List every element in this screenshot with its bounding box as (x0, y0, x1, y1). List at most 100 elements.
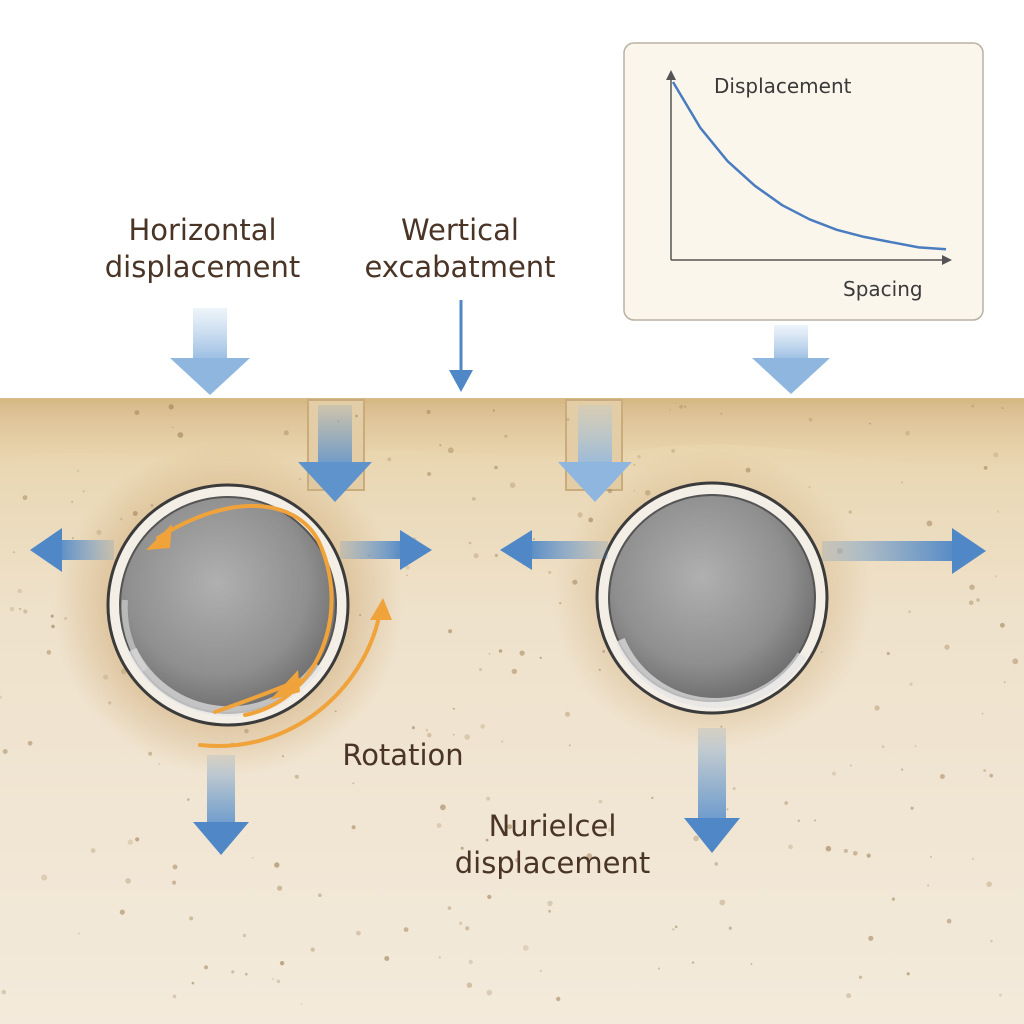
soil-particle (906, 972, 910, 976)
soil-particle (607, 488, 613, 494)
soil-particle (283, 430, 289, 436)
soil-particle (519, 650, 525, 656)
soil-particle (511, 668, 517, 675)
ground-surface-line (0, 398, 1024, 404)
soil-particle (172, 994, 177, 999)
soil-particle (684, 405, 687, 408)
soil-particle (485, 838, 489, 842)
soil-particle (914, 745, 917, 748)
soil-particle (281, 755, 285, 758)
soil-particle (996, 510, 1000, 513)
soil-particle (598, 668, 601, 671)
soil-particle (969, 584, 975, 590)
soil-particle (452, 707, 455, 710)
soil-particle (993, 452, 999, 458)
soil-particle (103, 674, 109, 680)
soil-particle (50, 614, 54, 618)
soil-particle (158, 762, 161, 765)
soil-particle (968, 600, 974, 605)
arrow-down-vertical-label (449, 300, 473, 392)
soil-particle (853, 851, 858, 856)
soil-particle (507, 824, 513, 830)
label-nurielcel-line2: displacement (454, 846, 651, 880)
soil-particle (825, 845, 832, 852)
soil-particle (22, 495, 28, 501)
inset-chart (623, 42, 984, 321)
soil-particle (577, 512, 583, 518)
soil-particle (172, 880, 177, 885)
soil-particle (334, 710, 337, 713)
arrow-down-below-left (193, 755, 249, 855)
soil-particle (90, 848, 96, 853)
soil-particle (868, 935, 874, 941)
soil-particle (71, 537, 74, 540)
soil-particle (939, 774, 945, 779)
soil-particle (633, 489, 636, 492)
soil-particle (910, 806, 914, 810)
soil-particle (568, 744, 571, 747)
arrow-down-inset (752, 325, 830, 394)
soil-particle (203, 965, 209, 970)
soil-particle (487, 894, 492, 900)
soil-particle (135, 837, 140, 842)
soil-particle (501, 740, 504, 743)
soil-particle (274, 862, 280, 868)
soil-particle (168, 404, 174, 410)
soil-particle (808, 485, 811, 489)
soil-particle (425, 728, 429, 732)
label-vertical-line1: Wertical (401, 213, 519, 247)
soil-particle (17, 588, 22, 594)
soil-particle (788, 844, 793, 850)
soil-particle (172, 864, 178, 870)
soil-particle (427, 732, 432, 738)
soil-particle (458, 921, 463, 926)
soil-particle (294, 774, 299, 779)
arrow-down-below-right (684, 728, 740, 853)
soil-particle (96, 529, 102, 536)
inset-curve (671, 81, 947, 251)
soil-particle (277, 885, 283, 891)
soil-particle (547, 900, 553, 907)
soil-particle (927, 884, 930, 887)
soil-particle (1000, 622, 1005, 628)
soil-particle (645, 490, 651, 496)
soil-particle (901, 768, 904, 771)
soil-particle (19, 607, 22, 611)
label-horizontal-line2: displacement (104, 250, 301, 284)
soil-particle (981, 712, 984, 715)
soil-particle (548, 909, 551, 913)
soil-particle (148, 751, 153, 756)
soil-particle (598, 799, 603, 804)
soil-particle (719, 899, 726, 906)
soil-particle (674, 925, 678, 929)
soil-particle (539, 969, 542, 972)
soil-particle (403, 927, 409, 932)
soil-particle (946, 918, 952, 924)
soil-particle (498, 649, 503, 653)
soil-particle (745, 467, 751, 473)
soil-particle (359, 614, 362, 616)
soil-particle (720, 412, 723, 415)
soil-particle (858, 975, 863, 979)
soil-particle (494, 465, 498, 470)
soil-particle (971, 404, 975, 408)
soil-particle (473, 553, 479, 559)
soil-particle (127, 839, 133, 845)
soil-particle (460, 846, 464, 850)
soil-particle (1001, 407, 1004, 410)
soil-particle (78, 932, 80, 935)
soil-particle (909, 682, 913, 686)
soil-particle (566, 418, 570, 421)
soil-particle (426, 409, 431, 414)
soil-particle (1003, 681, 1006, 683)
soil-particle (849, 764, 852, 767)
soil-particle (411, 726, 415, 730)
soil-particle (586, 853, 593, 859)
soil-particle (405, 565, 410, 570)
soil-particle (231, 970, 235, 974)
inset-x-axis-arrowhead (942, 255, 952, 265)
inset-ylabel: Displacement (714, 74, 852, 98)
soil-particle (465, 926, 470, 931)
soil-particle (51, 624, 55, 629)
